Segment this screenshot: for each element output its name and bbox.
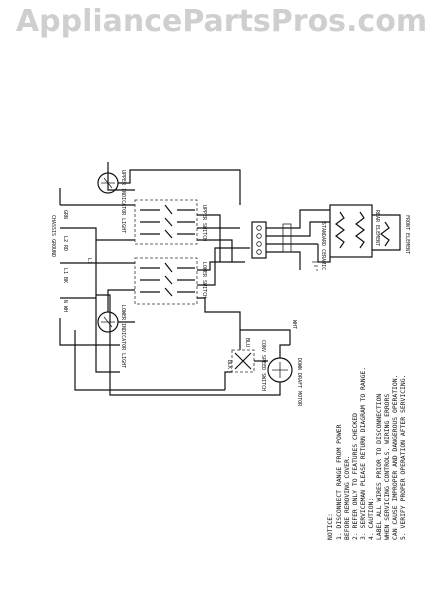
watermark-logo: AppliancePartsPros.com: [15, 4, 428, 39]
notice-line: 2. REFER ONLY TO FEATURES CHECKED: [351, 413, 359, 540]
notice-title: NOTICE:: [326, 513, 334, 540]
lower-switch-block: [134, 247, 250, 330]
notice-line: CAN CAUSE IMPROPER AND DANGEROUS OPERATI…: [391, 375, 399, 540]
notice-line: 3. SERVICEMAN PLEASE RETURN DIAGRAM TO R…: [359, 367, 367, 540]
notice-line: 4. CAUTION:: [367, 498, 375, 540]
lower-indicator-light: [97, 289, 135, 333]
terminal-block: [251, 209, 330, 270]
upper-indicator-light: [97, 162, 241, 205]
rear-element-label: REAR ELEMENT: [374, 210, 380, 246]
diagram-labels: CHASSIS GROUND GRN L2 RD L1 BK N WH L1 U…: [50, 170, 410, 407]
l1-label: L1: [86, 258, 92, 264]
upper-indicator-label: UPPER INDICATOR LIGHT: [120, 170, 126, 233]
l1-wire-label: L1 BK: [62, 268, 68, 283]
blu-label: BLU: [244, 338, 250, 347]
notice-line: LABEL ALL WIRES PRIOR TO DISCONNECTION: [375, 394, 383, 540]
grn-label: GRN: [62, 210, 68, 219]
neutral-wire-label: N WH: [62, 300, 68, 312]
front-element-label: FRONT ELEMENT: [404, 215, 410, 254]
lower-switch-label: LOWER SWITCH: [201, 262, 207, 298]
blk-label: BLK: [226, 360, 232, 369]
supply-rails: [59, 188, 235, 396]
wht-label: WHT: [291, 320, 297, 329]
notice-line: WHEN SERVICING CONTROLS. WIRING ERRORS: [383, 394, 391, 540]
upper-switch-label: UPPER SWITCH: [201, 205, 207, 241]
down-motor-label: DOWN DRAFT MOTOR: [296, 358, 302, 407]
notice-block: NOTICE: 1. DISCONNECT RANGE FROM POWER B…: [326, 367, 407, 540]
lower-indicator-label: LOWER INDICATOR LIGHT: [120, 305, 126, 368]
conv-switch-label: CONV SPEED SWITCH: [260, 340, 266, 391]
chassis-ground-label: CHASSIS GROUND: [50, 215, 56, 257]
notice-line: 1. DISCONNECT RANGE FROM POWER: [335, 424, 343, 540]
down-draft-circuit: [224, 329, 293, 396]
standard-ceramic-label: STANDARD CERAMIC: [320, 222, 326, 270]
notice-line: 5. VERIFY PROPER OPERATION AFTER SERVICI…: [399, 375, 407, 540]
upper-switch-block: [134, 199, 240, 262]
l2-wire-label: L2 RD: [62, 236, 68, 251]
ceramic-elements: [312, 204, 401, 271]
notice-line: BEFORE REMOVING COVER.: [343, 455, 351, 540]
